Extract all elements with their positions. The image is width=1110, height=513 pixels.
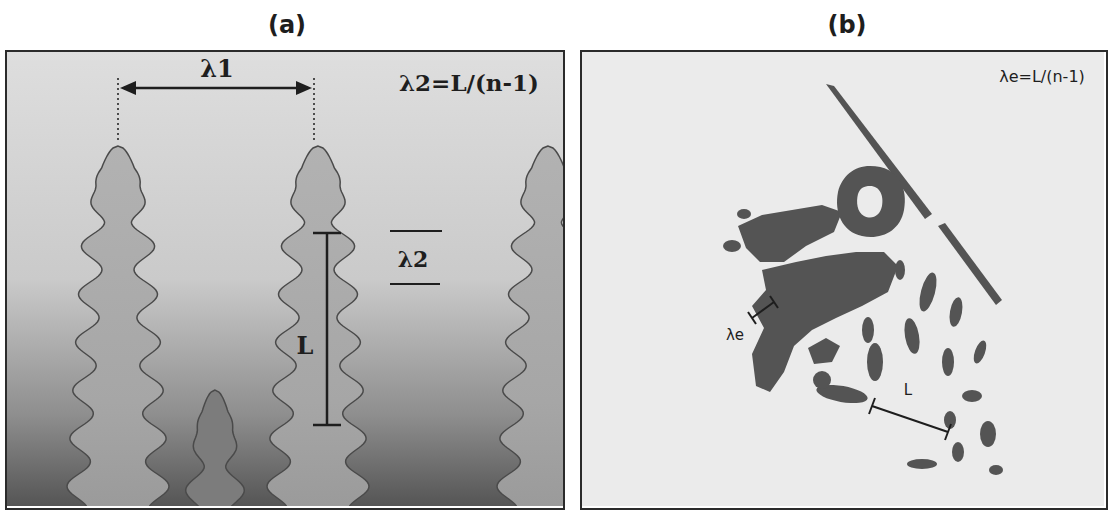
spacing-label: λe — [726, 327, 744, 344]
scale-bars — [748, 296, 951, 440]
eutectic-particles — [723, 84, 1003, 475]
panel-heading: (b) — [827, 12, 866, 38]
length-label: L — [904, 382, 912, 399]
spacing-label: λ2 — [398, 247, 429, 271]
dendrite — [67, 146, 169, 506]
dendrite — [497, 146, 563, 506]
formula-label: λe=L/(n-1) — [999, 68, 1085, 86]
dendrite-group — [7, 146, 563, 506]
panel-frame: (b)λe=L/(n-1)λeL — [580, 50, 1108, 510]
length-label: L — [297, 333, 314, 359]
dendrite — [267, 146, 369, 506]
panel-heading: (a) — [268, 12, 306, 38]
panel-frame: (a)λ1λ2=L/(n-1)λ2L — [5, 50, 565, 510]
spacing-label: λ1 — [200, 56, 234, 82]
dimension-marks — [118, 78, 442, 425]
formula-label: λ2=L/(n-1) — [399, 70, 539, 95]
section-ground — [582, 52, 1104, 506]
dendrite — [186, 390, 245, 506]
